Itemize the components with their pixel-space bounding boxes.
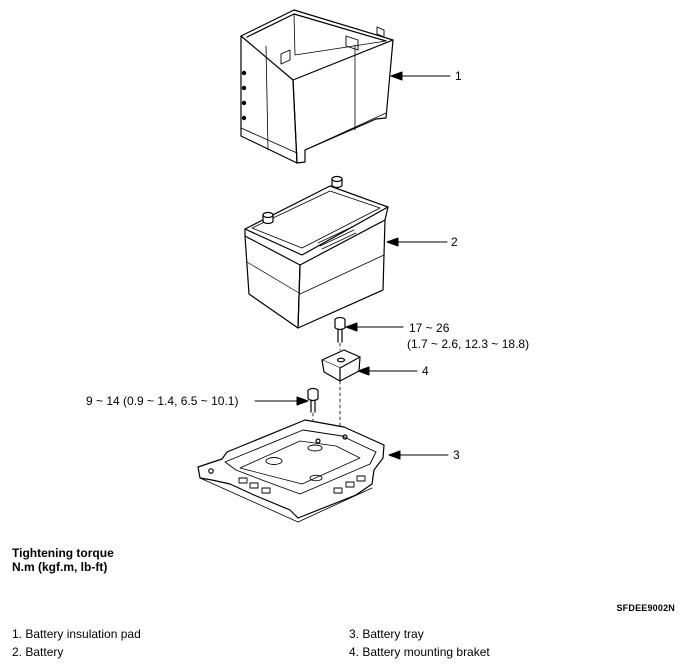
torque-units: N.m (kgf.m, lb-ft) xyxy=(12,560,108,574)
battery-exploded-diagram xyxy=(197,9,451,523)
figure-code: SFDEE9002N xyxy=(616,603,675,613)
callout-2: 2 xyxy=(451,235,458,249)
callout-1: 1 xyxy=(455,69,462,83)
callout-4: 4 xyxy=(422,364,429,378)
legend-item-3: 3. Battery tray xyxy=(349,627,424,641)
torque-bracket-bolt-converted: (1.7 ~ 2.6, 12.3 ~ 18.8) xyxy=(407,337,530,351)
torque-bracket-bolt: 17 ~ 26 xyxy=(409,321,450,335)
tray-bolt xyxy=(307,387,319,451)
legend-item-2: 2. Battery xyxy=(12,645,64,659)
torque-heading: Tightening torque xyxy=(12,546,114,560)
legend-item-4: 4. Battery mounting braket xyxy=(349,645,490,659)
battery-tray xyxy=(197,419,385,523)
legend-item-1: 1. Battery insulation pad xyxy=(12,627,141,641)
torque-tray-bolt: 9 ~ 14 (0.9 ~ 1.4, 6.5 ~ 10.1) xyxy=(86,394,239,408)
battery xyxy=(244,175,389,329)
callout-3: 3 xyxy=(453,448,460,462)
battery-insulation-pad xyxy=(240,9,394,164)
bracket-bolt xyxy=(334,316,346,351)
leader-lines xyxy=(254,71,451,460)
